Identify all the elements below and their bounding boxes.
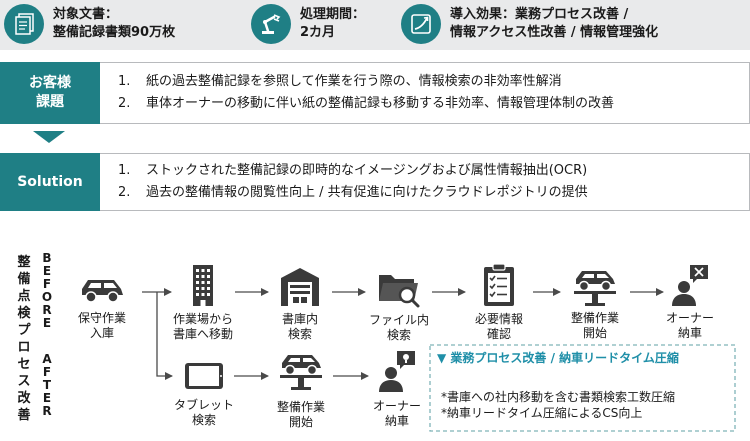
step-label: 書庫内検索 — [281, 312, 318, 341]
title-char: ロ — [17, 340, 31, 355]
processing-period-info: 処理期間： 2カ月 — [251, 4, 365, 44]
result-dashed-box — [429, 344, 736, 432]
title-char: 備 — [17, 272, 31, 287]
after-label: A F T E R — [40, 353, 54, 418]
step-check-info: 必要情報確認 — [449, 262, 549, 342]
step-label: 作業場から書庫へ移動 — [172, 312, 233, 341]
step-label: 整備作業開始 — [570, 311, 619, 340]
solution-label-text: Solution — [17, 174, 83, 190]
car-lift-icon — [280, 355, 322, 390]
solution-item: 1. ストックされた整備記録の即時的なイメージングおよび属性情報抽出(OCR) — [118, 160, 749, 182]
step-label: オーナー納車 — [665, 311, 714, 340]
summary-bar: 対象文書： 整備記録書類90万枚 処理期間： 2カ月 — [0, 0, 750, 50]
owner-idea-icon — [379, 351, 415, 392]
title-char: 整 — [17, 255, 31, 270]
building-icon — [193, 265, 213, 306]
step-archive-search: 書庫内検索 — [250, 264, 350, 342]
step-label: 保守作業入庫 — [77, 311, 126, 340]
step-label: ファイル内検索 — [368, 313, 429, 342]
process-vertical-title: 整 備 点 検 プ ロ セ ス 改 善 — [14, 254, 34, 424]
solution-label: Solution — [0, 153, 100, 211]
solution-number: 2. — [118, 185, 131, 200]
folder-search-icon — [379, 275, 420, 308]
result-header: ▼ 業務プロセス改善 / 納車リードタイム圧縮 — [437, 351, 679, 365]
step-move-to-archive: 作業場から書庫へ移動 — [153, 262, 253, 342]
before-letter: R — [42, 303, 52, 317]
title-char: 善 — [17, 408, 31, 423]
documents-icon — [4, 4, 44, 44]
step-maintenance-entry: 保守作業入庫 — [52, 271, 152, 341]
title-char: 改 — [17, 391, 31, 406]
after-letter: F — [42, 365, 52, 379]
step-after-owner-delivery: オーナー納車 — [347, 349, 447, 429]
result-line: *書庫への社内移動を含む書類検索工数圧縮 — [441, 390, 676, 404]
step-owner-delivery: オーナー納車 — [640, 263, 740, 341]
issues-label-line1: お客様 — [29, 75, 71, 91]
tablet-icon — [185, 363, 223, 389]
processing-period-value: 2カ月 — [300, 25, 336, 40]
result-line: *納車リードタイム圧縮によるCS向上 — [441, 406, 643, 420]
after-letter: R — [42, 404, 52, 418]
step-after-maintenance-start: 整備作業開始 — [251, 349, 351, 430]
issue-item: 1. 紙の過去整備記録を参照して作業を行う際の、情報検索の非効率性解消 — [118, 71, 749, 93]
issue-text: 車体オーナーの移動に伴い紙の整備記録も移動する非効率、情報管理体制の改善 — [146, 96, 615, 111]
after-flow-arrows — [156, 292, 369, 380]
effect-label: 導入効果：業務プロセス改善 / — [450, 7, 629, 22]
robot-arm-icon — [251, 4, 291, 44]
checklist-icon — [484, 263, 514, 306]
step-maintenance-start: 整備作業開始 — [545, 265, 645, 341]
before-letter: E — [42, 264, 52, 278]
title-char: ス — [17, 374, 31, 389]
warehouse-icon — [281, 268, 319, 306]
before-letter: F — [42, 277, 52, 291]
effect-value: 情報アクセス性改善 / 情報管理強化 — [450, 25, 659, 40]
title-char: プ — [17, 323, 31, 338]
before-letter: B — [42, 251, 52, 265]
solution-text: ストックされた整備記録の即時的なイメージングおよび属性情報抽出(OCR) — [146, 163, 588, 178]
growth-chart-icon — [401, 4, 441, 44]
after-letter: T — [42, 378, 52, 392]
issues-content: 1. 紙の過去整備記録を参照して作業を行う際の、情報検索の非効率性解消 2. 車体オ… — [100, 62, 750, 124]
before-letter: E — [42, 316, 52, 330]
step-label: 必要情報確認 — [474, 312, 523, 341]
before-label: B E F O R E — [40, 252, 54, 330]
issue-item: 2. 車体オーナーの移動に伴い紙の整備記録も移動する非効率、情報管理体制の改善 — [118, 93, 749, 115]
owner-cross-icon — [672, 265, 708, 306]
solution-content: 1. ストックされた整備記録の即時的なイメージングおよび属性情報抽出(OCR) 2… — [100, 153, 750, 211]
after-letter: E — [42, 391, 52, 405]
before-letter: O — [41, 290, 53, 304]
step-file-search: ファイル内検索 — [349, 267, 449, 343]
step-label: タブレット検索 — [173, 398, 234, 427]
car-icon — [82, 280, 123, 303]
down-arrow-icon — [33, 131, 65, 143]
title-char: 点 — [17, 289, 31, 304]
solution-number: 1. — [118, 163, 131, 178]
car-lift-icon — [574, 271, 616, 306]
solution-item: 2. 過去の整備情報の閲覧性向上 / 共有促進に向けたクラウドレポジトリの提供 — [118, 182, 749, 204]
title-char: セ — [17, 357, 31, 372]
solution-text: 過去の整備情報の閲覧性向上 / 共有促進に向けたクラウドレポジトリの提供 — [146, 185, 588, 200]
target-documents-info: 対象文書： 整備記録書類90万枚 — [4, 4, 175, 44]
step-label: オーナー納車 — [372, 399, 421, 428]
target-documents-label: 対象文書： — [53, 7, 119, 22]
issue-number: 1. — [118, 74, 131, 89]
effect-info: 導入効果：業務プロセス改善 / 情報アクセス性改善 / 情報管理強化 — [401, 4, 658, 44]
issues-label-line2: 課題 — [36, 94, 64, 110]
issue-number: 2. — [118, 96, 131, 111]
processing-period-label: 処理期間： — [300, 7, 366, 22]
after-letter: A — [42, 352, 52, 366]
step-label: 整備作業開始 — [276, 400, 325, 429]
target-documents-value: 整備記録書類90万枚 — [53, 25, 176, 40]
issues-label: お客様 課題 — [0, 62, 100, 124]
title-char: 検 — [17, 306, 31, 321]
step-tablet-search: タブレット検索 — [154, 360, 254, 428]
issue-text: 紙の過去整備記録を参照して作業を行う際の、情報検索の非効率性解消 — [146, 74, 562, 89]
